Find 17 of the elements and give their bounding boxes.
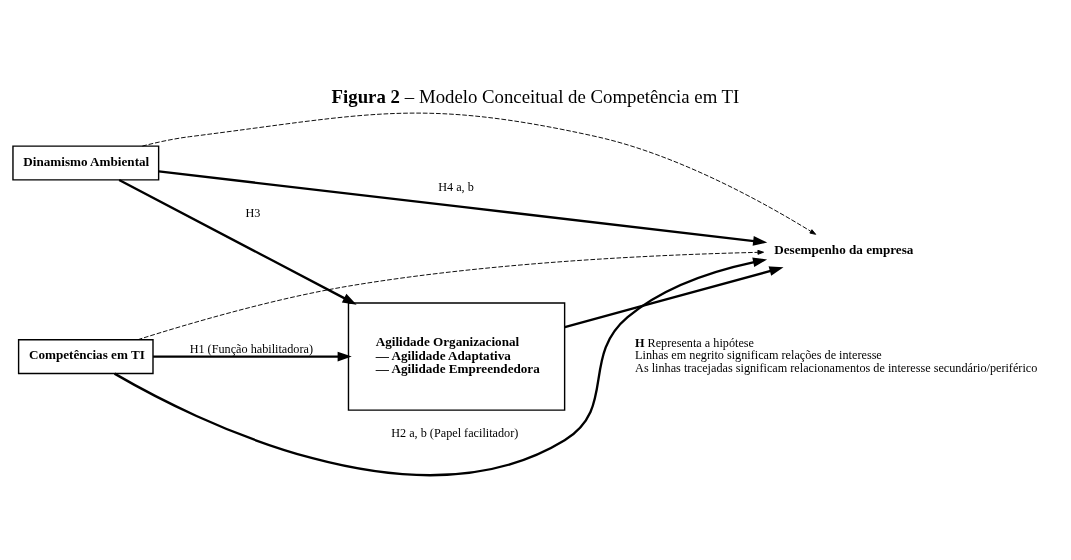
label: H Representa a hipótese	[635, 336, 754, 351]
arrow	[141, 112, 817, 235]
node-box: Dinamismo Ambiental	[12, 145, 160, 181]
arrow	[113, 257, 768, 476]
node-box: Agilidade Organizacional — Agilidade Adaptativa — Agilidade Empreendedora	[347, 302, 566, 411]
arrow	[153, 351, 352, 362]
node-box: Competências em TI	[17, 338, 154, 375]
arrow	[118, 178, 357, 305]
node-text: Desempenho da empresa	[774, 241, 914, 257]
arrow	[137, 249, 765, 341]
arrow	[158, 170, 768, 246]
arrow	[564, 266, 784, 329]
edge-label: H3	[245, 205, 261, 220]
edge-label: H4 a, b	[438, 179, 474, 194]
edge-label: H2 a, b (Papel facilitador)	[391, 425, 519, 440]
diagram-title: Figura 2 – Modelo Conceitual de Competência em TI	[331, 85, 740, 107]
edge-label: H1 (Função habilitadora)	[189, 342, 314, 357]
